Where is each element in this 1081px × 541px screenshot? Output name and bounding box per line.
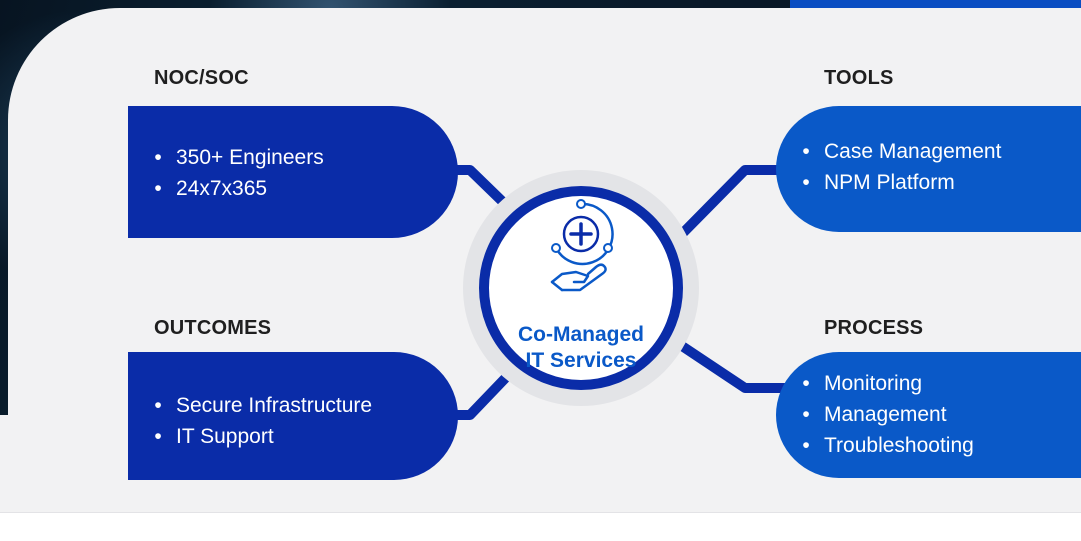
heading-noc-soc: NOC/SOC (154, 67, 249, 89)
list-item-label: Management (824, 403, 947, 426)
bullet-dot: • (802, 171, 810, 194)
box-outcomes: • Secure Infrastructure • IT Support (128, 352, 458, 480)
list-item: • 24x7x365 (152, 173, 458, 204)
list-item: • Monitoring (800, 368, 1081, 399)
list-item: • NPM Platform (800, 167, 1081, 198)
list-item-label: Troubleshooting (824, 434, 974, 457)
list-item-label: NPM Platform (824, 171, 955, 194)
list-item-label: 24x7x365 (176, 177, 268, 200)
list-item: • Troubleshooting (800, 430, 1081, 461)
box-noc-soc: • 350+ Engineers • 24x7x365 (128, 106, 458, 238)
heading-outcomes: OUTCOMES (154, 317, 272, 339)
list-outcomes: • Secure Infrastructure • IT Support (152, 390, 458, 452)
list-item: • IT Support (152, 421, 458, 452)
center-label-line1: Co-Managed (518, 323, 644, 346)
center-label-line2: IT Services (525, 349, 637, 372)
list-item-label: Case Management (824, 140, 1002, 163)
box-tools: • Case Management • NPM Platform (776, 106, 1081, 232)
list-item-label: 350+ Engineers (176, 146, 324, 169)
bullet-dot: • (802, 372, 810, 395)
list-item-label: IT Support (176, 425, 274, 448)
list-tools: • Case Management • NPM Platform (800, 136, 1081, 198)
heading-process: PROCESS (824, 317, 924, 339)
list-item: • Case Management (800, 136, 1081, 167)
box-process: • Monitoring • Management • Troubleshooting (776, 352, 1081, 478)
bullet-dot: • (154, 146, 162, 169)
list-item: • Management (800, 399, 1081, 430)
bullet-dot: • (802, 434, 810, 457)
bullet-dot: • (802, 403, 810, 426)
list-item-label: Secure Infrastructure (176, 394, 373, 417)
bullet-dot: • (154, 425, 162, 448)
list-item: • 350+ Engineers (152, 142, 458, 173)
hand-with-plus-icon (550, 199, 614, 292)
list-item-label: Monitoring (824, 372, 923, 395)
center-label: Co-Managed IT Services (500, 322, 662, 374)
list-process: • Monitoring • Management • Troubleshooting (800, 368, 1081, 461)
bottom-strip (0, 512, 1081, 541)
bullet-dot: • (802, 140, 810, 163)
list-noc-soc: • 350+ Engineers • 24x7x365 (152, 142, 458, 204)
heading-tools: TOOLS (824, 67, 894, 89)
list-item: • Secure Infrastructure (152, 390, 458, 421)
bullet-dot: • (154, 177, 162, 200)
bullet-dot: • (154, 394, 162, 417)
